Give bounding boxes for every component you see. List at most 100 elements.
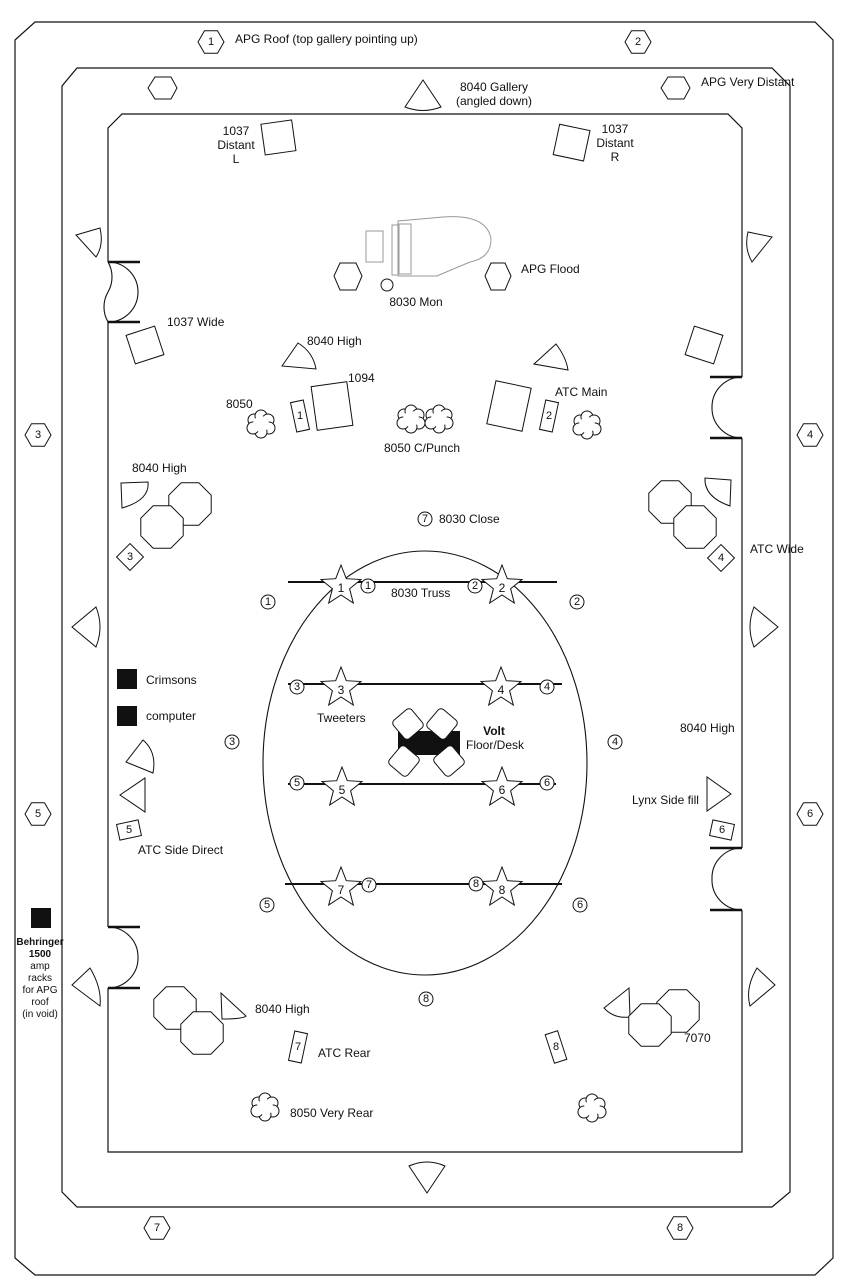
8050-cloud-right[interactable] <box>572 410 602 440</box>
1094-speaker-left[interactable] <box>310 381 354 431</box>
circled-number-tw-3[interactable]: 3 <box>289 679 305 695</box>
apg-roof-speaker-3[interactable]: 3 <box>24 423 52 447</box>
apg-roof-speaker-4[interactable]: 4 <box>796 423 824 447</box>
behringer-label-5: for APG <box>22 985 57 996</box>
circled-number-row3-5[interactable]: 5 <box>289 775 305 791</box>
lynx-side-box-6[interactable]: 6 <box>708 819 736 841</box>
circled-number-out-2[interactable]: 2 <box>569 594 585 610</box>
atc-rear-box-7[interactable]: 7 <box>287 1030 309 1064</box>
lynx-side-fill-triangle[interactable] <box>706 776 732 812</box>
truss-star-3[interactable]: 3 <box>319 665 363 707</box>
circled-number-out-1[interactable]: 1 <box>260 594 276 610</box>
side-triangle-left[interactable] <box>119 777 146 813</box>
apg-roof-hexagon <box>796 802 824 826</box>
truss-star-6[interactable]: 6 <box>480 765 524 807</box>
circled-number-tw-4[interactable]: 4 <box>539 679 555 695</box>
8040-high-left-octagon-b[interactable] <box>140 505 184 549</box>
right-gallery-wedge-lower[interactable] <box>748 967 776 1007</box>
circled-number-row3-6[interactable]: 6 <box>539 775 555 791</box>
truss-star-7[interactable]: 7 <box>319 865 363 907</box>
atc-wide-box-4[interactable]: 4 <box>706 543 736 573</box>
circled-number-out-8[interactable]: 8 <box>418 991 434 1007</box>
8040-high-top-wedge-left[interactable] <box>281 342 317 370</box>
apg-roof-speaker-1[interactable]: 1 <box>197 30 225 54</box>
apg-roof-hexagon <box>197 30 225 54</box>
apg-roof-speaker-6[interactable]: 6 <box>796 802 824 826</box>
speaker-box <box>544 1030 568 1064</box>
8030-mon-circle[interactable] <box>380 278 394 292</box>
apg-very-distant-hexagon-left[interactable] <box>147 76 178 100</box>
8040-high-top-wedge-right[interactable] <box>532 343 569 371</box>
8030-truss-label: 8030 Truss <box>391 586 450 600</box>
apg-roof-number: 1 <box>208 36 214 48</box>
8040-high-bottom-wedge-left[interactable] <box>220 991 247 1020</box>
star-icon <box>319 665 363 707</box>
left-gallery-wedge-lower[interactable] <box>71 967 101 1007</box>
8050-c-punch-label: 8050 C/Punch <box>384 441 460 455</box>
gallery-8040-wedge-top[interactable] <box>404 79 442 111</box>
8040-high-bottom-wedge-right[interactable] <box>603 986 631 1018</box>
right-gallery-wedge-upper[interactable] <box>746 231 773 263</box>
1037-distant-r-speaker[interactable] <box>552 123 591 162</box>
circled-number-row4-7[interactable]: 7 <box>361 877 377 893</box>
1037-distant-l-speaker[interactable] <box>260 119 297 156</box>
computer-rack[interactable] <box>117 706 137 726</box>
apg-very-distant-hexagon-right[interactable] <box>660 76 691 100</box>
door-right-lower[interactable] <box>710 846 743 912</box>
atc-rear-box-8[interactable]: 8 <box>544 1030 568 1064</box>
truss-star-1[interactable]: 1 <box>319 563 363 605</box>
volt-floor-desk[interactable] <box>387 707 466 778</box>
cloud-core <box>403 411 419 427</box>
apg-roof-speaker-5[interactable]: 5 <box>24 802 52 826</box>
door-right-upper[interactable] <box>710 375 743 440</box>
side-wedge-left[interactable] <box>125 739 155 774</box>
atc-main-box-2[interactable]: 2 <box>538 399 560 433</box>
1094-speaker-right[interactable] <box>486 380 532 432</box>
8050-c-punch-cloud-left[interactable] <box>396 404 426 434</box>
truss-star-4[interactable]: 4 <box>479 665 523 707</box>
left-gallery-wedge-mid[interactable] <box>71 606 101 648</box>
8030-mon-hexagon-left[interactable] <box>333 262 363 291</box>
1037-wide-left-speaker[interactable] <box>125 325 165 365</box>
1037-wide-right-speaker[interactable] <box>684 325 724 365</box>
apg-flood-hexagon[interactable] <box>484 262 512 291</box>
circled-number-text: 3 <box>294 681 300 693</box>
atc-side-direct-box-5[interactable]: 5 <box>115 819 143 841</box>
8040-high-bottom-left-octagon-a[interactable] <box>153 986 197 1030</box>
left-gallery-wedge-upper[interactable] <box>75 227 102 258</box>
apg-roof-speaker-8[interactable]: 8 <box>666 1216 694 1240</box>
circled-number-row4-8[interactable]: 8 <box>468 876 484 892</box>
circled-number-truss-2[interactable]: 2 <box>467 578 483 594</box>
8040-high-right-wedge[interactable] <box>704 477 732 507</box>
apg-roof-number: 4 <box>807 429 813 441</box>
8050-c-punch-cloud-right[interactable] <box>424 404 454 434</box>
circled-number-out-4[interactable]: 4 <box>607 734 623 750</box>
behringer-amp-rack[interactable] <box>31 908 51 928</box>
apg-roof-speaker-7[interactable]: 7 <box>143 1216 171 1240</box>
circled-number-out-5[interactable]: 5 <box>259 897 275 913</box>
atc-wide-box-3[interactable]: 3 <box>115 542 145 572</box>
truss-star-8[interactable]: 8 <box>480 865 524 907</box>
circled-number-out-3[interactable]: 3 <box>224 734 240 750</box>
door-left-upper[interactable] <box>103 260 140 324</box>
apg-roof-speaker-2[interactable]: 2 <box>624 30 652 54</box>
circled-number-truss-1[interactable]: 1 <box>360 578 376 594</box>
8040-high-bottom-left-octagon-b[interactable] <box>180 1011 224 1055</box>
number-circle <box>572 897 588 913</box>
8040-gallery-sublabel: (angled down) <box>456 94 532 108</box>
circled-number-close-7[interactable]: 7 <box>417 511 433 527</box>
door-left-lower[interactable] <box>107 925 140 990</box>
8050-very-rear-cloud-right[interactable] <box>577 1093 607 1123</box>
truss-star-5[interactable]: 5 <box>320 765 364 807</box>
truss-star-2[interactable]: 2 <box>480 563 524 605</box>
right-gallery-wedge-mid[interactable] <box>749 606 779 648</box>
8050-cloud-left[interactable] <box>246 409 276 439</box>
7070-octagon-b[interactable] <box>628 1003 672 1047</box>
gallery-8040-wedge-bottom[interactable] <box>408 1161 446 1194</box>
8040-high-left-wedge[interactable] <box>120 481 149 509</box>
8050-very-rear-cloud-left[interactable] <box>250 1092 280 1122</box>
crimsons-rack[interactable] <box>117 669 137 689</box>
circled-number-out-6[interactable]: 6 <box>572 897 588 913</box>
atc-main-box-1[interactable]: 1 <box>289 399 311 433</box>
8040-high-right-octagon-b[interactable] <box>673 505 717 549</box>
